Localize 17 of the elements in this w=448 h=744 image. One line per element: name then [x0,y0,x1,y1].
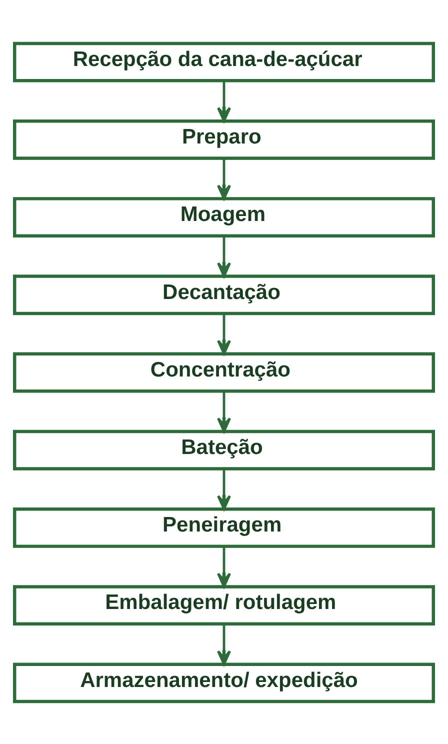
arrow [216,313,232,354]
arrow [216,80,232,122]
node-box: Recepção da cana-de-açúcar [13,41,435,82]
node-box: Decantação [13,274,435,315]
node-box: Moagem [13,196,435,237]
node-box: Armazenamento/ expedição [13,662,435,703]
node-box: Preparo [13,118,435,160]
node-box: Concentração [13,352,435,392]
arrow [216,158,232,200]
arrow [216,624,232,665]
arrow [216,390,232,432]
node-box: Peneiragem [13,507,435,548]
arrow [216,236,232,277]
arrow [216,546,232,588]
arrow [216,468,232,510]
node-box: Embalagem/ rotulagem [13,584,435,626]
node-box: Bateção [13,429,435,470]
